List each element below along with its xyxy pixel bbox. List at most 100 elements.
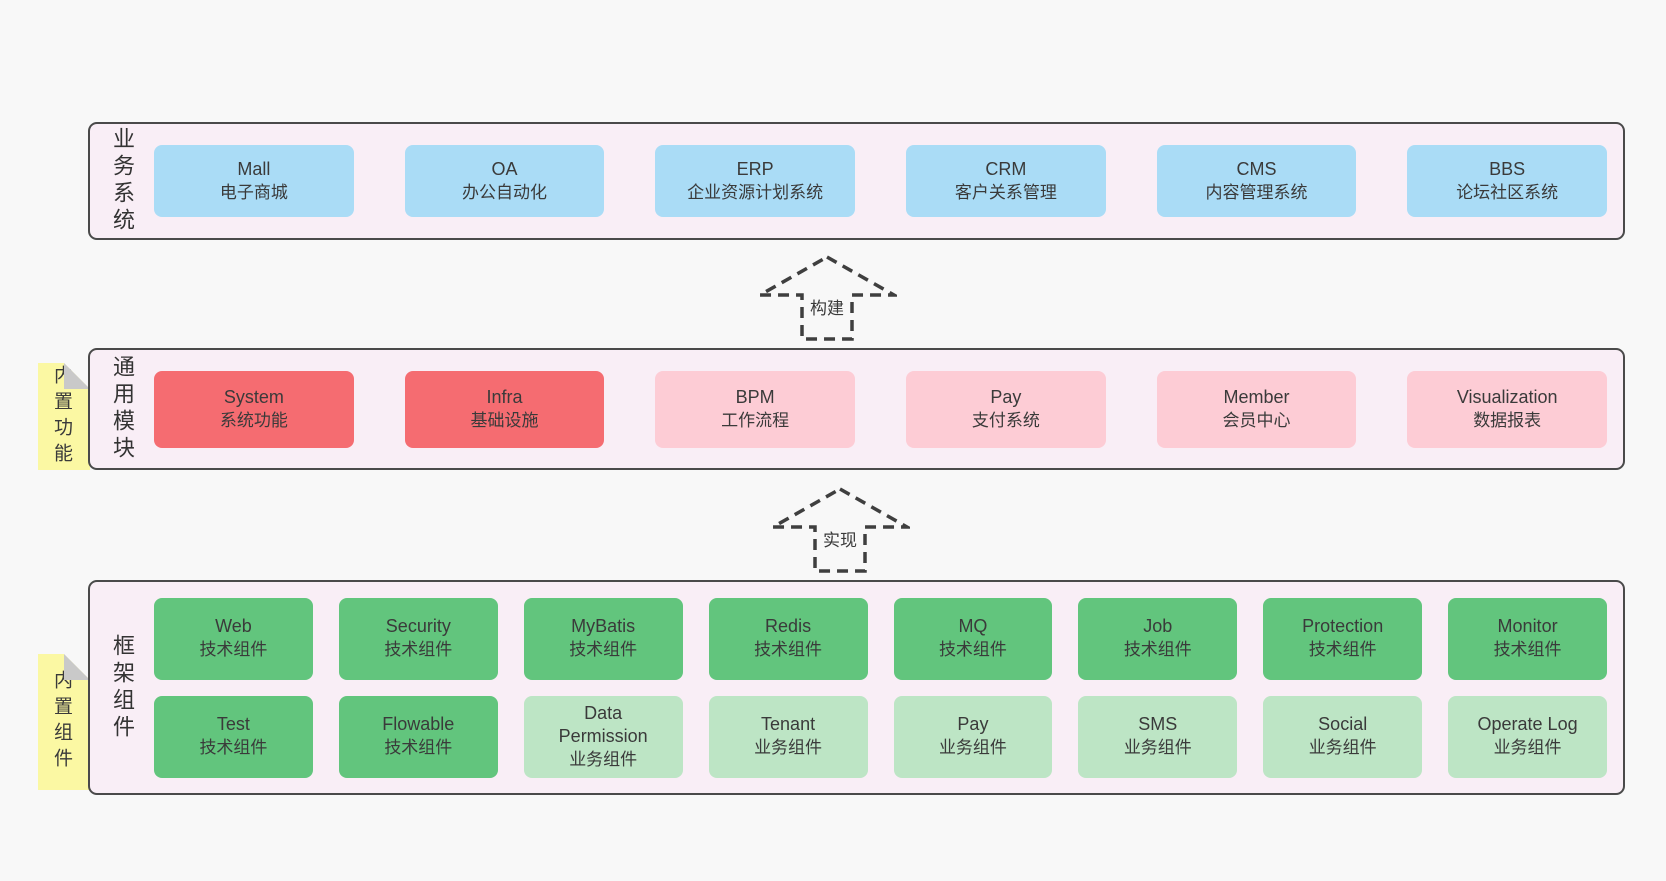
up-block-arrow-icon [757, 254, 897, 341]
box-title: Web [215, 616, 252, 637]
box-title: Social [1318, 714, 1368, 735]
box-title: Member [1223, 386, 1290, 407]
box-subtitle: 业务组件 [754, 738, 823, 758]
box-title: MQ [958, 616, 988, 637]
box-title: OA [491, 158, 518, 179]
box-title: ERP [736, 158, 774, 179]
box-subtitle: 业务组件 [569, 750, 638, 770]
box-subtitle: 论坛社区系统 [1456, 182, 1559, 202]
business-boxes-area: Mall 电子商城 OA 办公自动化 ERP 企业资源计划系统 CRM 客户关系… [154, 124, 1623, 238]
box-title: Protection [1302, 616, 1384, 637]
box-pay-system: Pay 支付系统 [906, 370, 1106, 448]
arrow-label-implement: 实现 [820, 526, 860, 551]
box-subtitle: 业务组件 [938, 738, 1007, 758]
box-subtitle: 技术组件 [384, 640, 453, 660]
box-cms: CMS 内容管理系统 [1156, 145, 1357, 217]
box-security: Security 技术组件 [338, 597, 498, 680]
box-title: Monitor [1497, 616, 1558, 637]
box-crm: CRM 客户关系管理 [906, 145, 1106, 217]
box-operate-log: Operate Log 业务组件 [1448, 695, 1607, 778]
box-subtitle: 系统功能 [219, 410, 288, 430]
box-job: Job 技术组件 [1078, 597, 1238, 680]
component-box-row-1: Web 技术组件 Security 技术组件 MyBatis 技术组件 Redi… [154, 597, 1607, 680]
box-subtitle: 技术组件 [1493, 640, 1562, 660]
box-title: CRM [985, 158, 1027, 179]
box-subtitle: 技术组件 [1123, 640, 1192, 660]
box-erp: ERP 企业资源计划系统 [655, 145, 856, 217]
box-subtitle: 企业资源计划系统 [687, 182, 824, 202]
box-subtitle: 业务组件 [1493, 738, 1562, 758]
box-title: Security [385, 616, 451, 637]
build-arrow: 构建 [757, 254, 897, 342]
box-title: Visualization [1456, 386, 1558, 407]
layer-business-systems: 业务系统 Mall 电子商城 OA 办公自动化 ERP 企业资源计划系统 CRM… [88, 122, 1625, 240]
box-title: CMS [1236, 158, 1277, 179]
box-infra: Infra 基础设施 [404, 370, 605, 448]
box-subtitle: 技术组件 [1308, 640, 1377, 660]
box-sms: SMS 业务组件 [1078, 695, 1238, 778]
box-subtitle: 技术组件 [754, 640, 823, 660]
component-box-row-2: Test 技术组件 Flowable 技术组件 Data Permission … [154, 695, 1607, 778]
box-bbs: BBS 论坛社区系统 [1407, 145, 1608, 217]
box-title: Infra [486, 386, 523, 407]
box-title: SMS [1138, 714, 1178, 735]
box-title: Operate Log [1477, 714, 1578, 735]
layer-common-modules: 通用模块 System 系统功能 Infra 基础设施 BPM 工作流程 Pay… [88, 348, 1625, 470]
box-subtitle: 支付系统 [971, 410, 1040, 430]
box-subtitle: 内容管理系统 [1205, 182, 1308, 202]
box-protection: Protection 技术组件 [1263, 597, 1423, 680]
sticky-note-text: 内置功能 [51, 364, 72, 469]
box-subtitle: 数据报表 [1473, 410, 1542, 430]
layer-framework-components: 框架组件 Web 技术组件 Security 技术组件 MyBatis 技术组件… [88, 580, 1625, 795]
box-social: Social 业务组件 [1263, 695, 1423, 778]
box-title: BPM [735, 386, 775, 407]
box-redis: Redis 技术组件 [708, 597, 868, 680]
box-subtitle: 电子商城 [219, 182, 288, 202]
box-tenant: Tenant 业务组件 [708, 695, 868, 778]
box-title: Test [216, 714, 250, 735]
box-title: System [223, 386, 284, 407]
box-subtitle: 技术组件 [384, 738, 453, 758]
sticky-note-builtin-components: 内置组件 [38, 654, 90, 790]
layer-label-components: 框架组件 [110, 633, 135, 742]
box-subtitle: 客户关系管理 [954, 182, 1057, 202]
box-subtitle: 技术组件 [199, 738, 268, 758]
box-mq: MQ 技术组件 [893, 597, 1053, 680]
box-title: BBS [1489, 158, 1526, 179]
box-title: Tenant [761, 714, 816, 735]
box-visualization: Visualization 数据报表 [1407, 370, 1608, 448]
box-title: Data Permission [558, 702, 648, 747]
box-bpm: BPM 工作流程 [655, 370, 856, 448]
layer-label-business: 业务系统 [110, 127, 135, 235]
box-subtitle: 技术组件 [199, 640, 268, 660]
box-mybatis: MyBatis 技术组件 [523, 597, 683, 680]
box-title: Job [1143, 616, 1173, 637]
box-pay-component: Pay 业务组件 [893, 695, 1053, 778]
component-boxes-area: Web 技术组件 Security 技术组件 MyBatis 技术组件 Redi… [154, 582, 1623, 793]
box-title: MyBatis [571, 616, 636, 637]
module-boxes-area: System 系统功能 Infra 基础设施 BPM 工作流程 Pay 支付系统… [154, 350, 1623, 468]
box-subtitle: 办公自动化 [462, 182, 547, 202]
box-subtitle: 业务组件 [1123, 738, 1192, 758]
sticky-note-text: 内置组件 [51, 670, 72, 774]
box-subtitle: 业务组件 [1308, 738, 1377, 758]
module-box-row: System 系统功能 Infra 基础设施 BPM 工作流程 Pay 支付系统… [154, 370, 1608, 448]
box-title: Pay [990, 386, 1022, 407]
box-monitor: Monitor 技术组件 [1448, 597, 1607, 680]
box-mall: Mall 电子商城 [154, 145, 354, 217]
box-subtitle: 基础设施 [470, 410, 539, 430]
box-title: Mall [237, 158, 271, 179]
box-oa: OA 办公自动化 [404, 145, 605, 217]
box-flowable: Flowable 技术组件 [338, 695, 498, 778]
layer-label-modules: 通用模块 [110, 355, 135, 463]
sticky-note-builtin-features: 内置功能 [38, 363, 90, 470]
box-title: Pay [957, 714, 989, 735]
box-data-permission: Data Permission 业务组件 [523, 695, 683, 778]
box-title: Redis [765, 616, 812, 637]
box-test: Test 技术组件 [154, 695, 313, 778]
box-subtitle: 工作流程 [721, 410, 790, 430]
box-subtitle: 技术组件 [569, 640, 638, 660]
implement-arrow: 实现 [770, 486, 910, 574]
box-system: System 系统功能 [154, 370, 354, 448]
